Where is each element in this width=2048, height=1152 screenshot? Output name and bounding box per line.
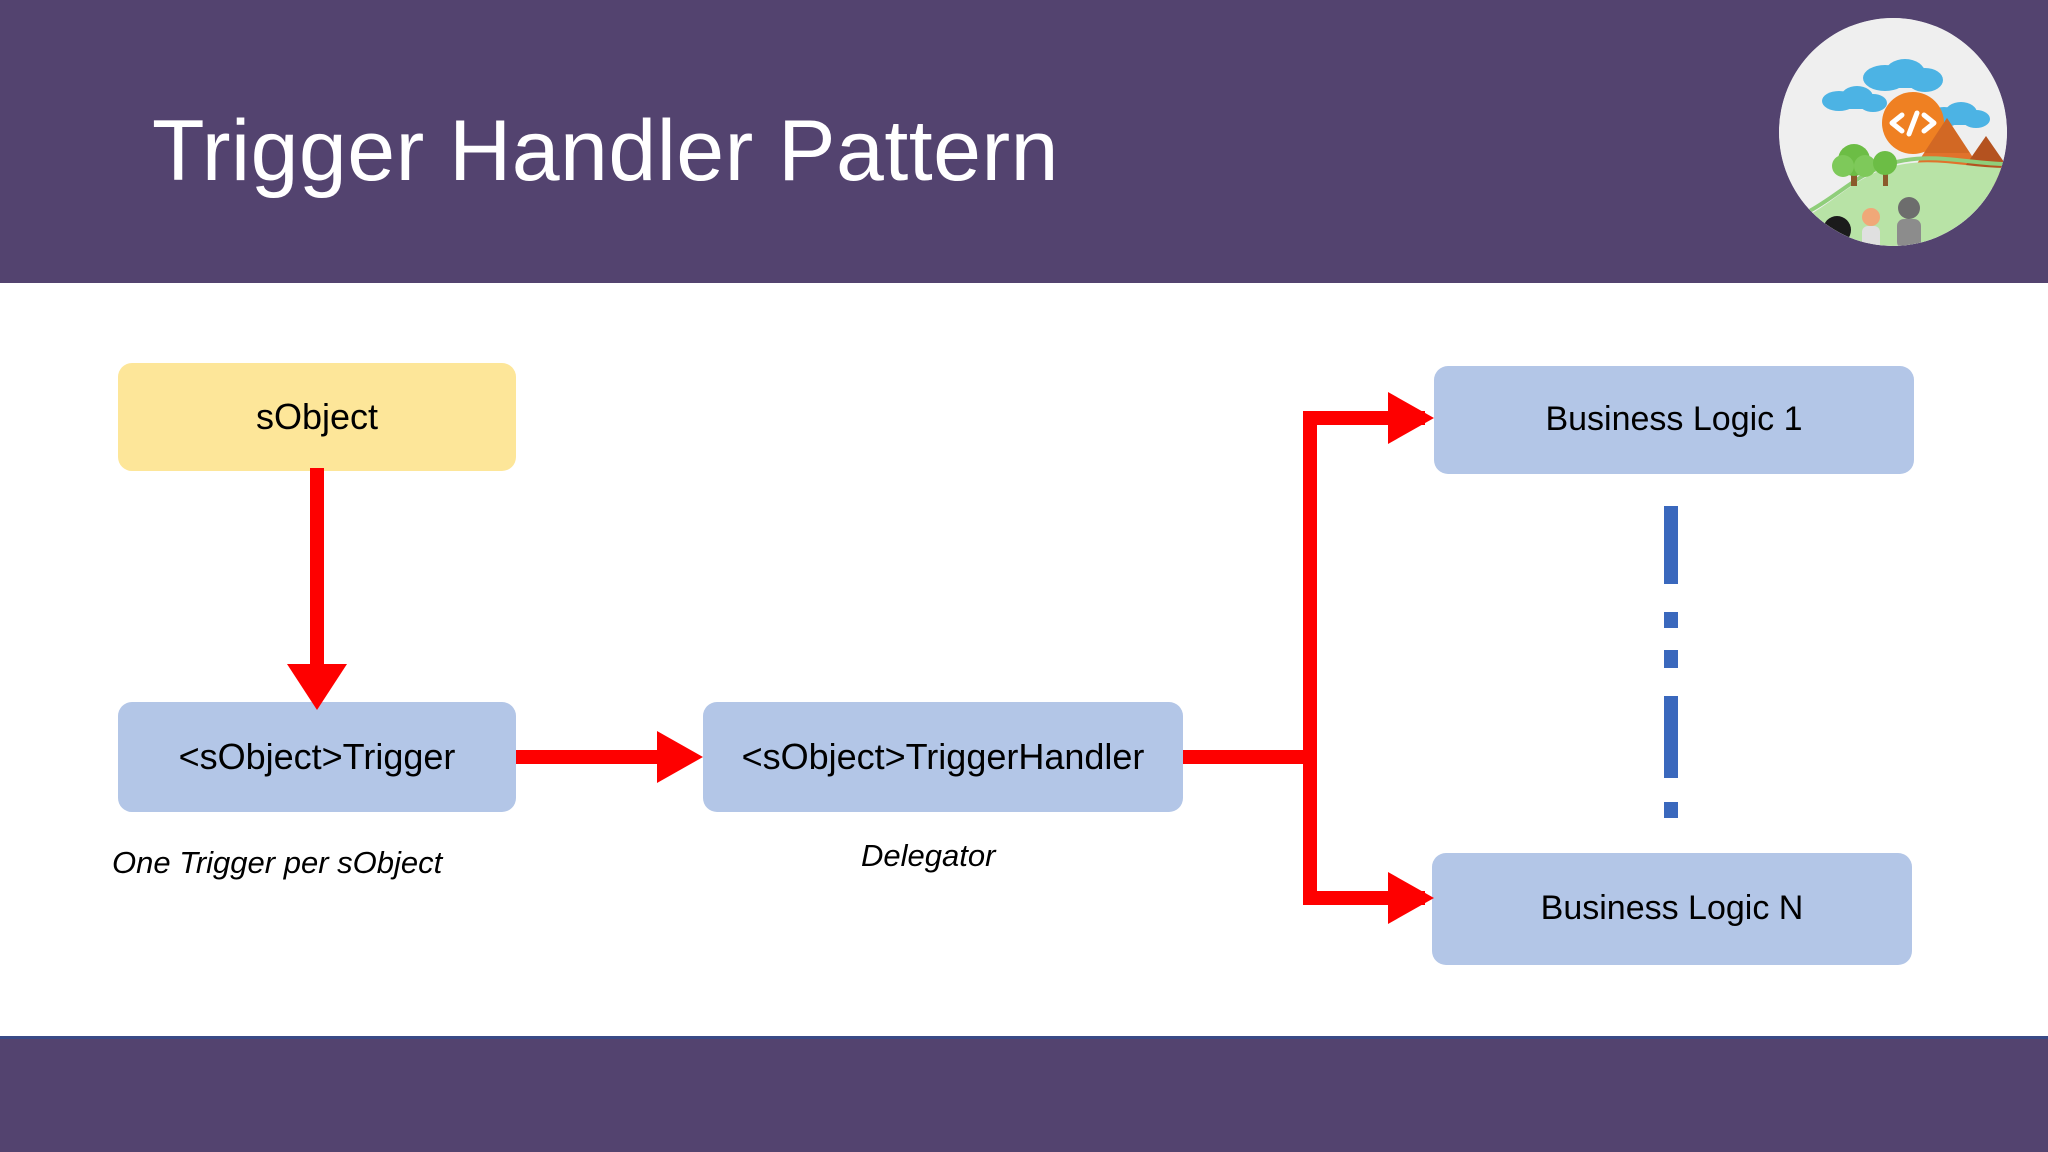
connector-handler-bus [1183,411,1317,905]
hiker-figure [1862,208,1880,246]
tree-icon [1873,151,1897,186]
divider-dash [1664,506,1678,584]
trailhead-badge-logo [1779,18,2007,246]
node-sobject-trigger-handler-label: <sObject>TriggerHandler [741,736,1145,778]
connector-trigger-to-handler [516,731,703,783]
cloud-icon [1863,59,1943,92]
vertical-ellipsis-divider [1664,506,1678,818]
node-sobject-trigger-handler[interactable]: <sObject>TriggerHandler [703,702,1183,812]
node-business-logic-1[interactable]: Business Logic 1 [1434,366,1914,474]
connector-bus-to-logic-n [1303,872,1434,924]
page-title: Trigger Handler Pattern [152,103,1059,199]
cloud-icon [1822,86,1887,112]
divider-dot [1664,612,1678,628]
node-business-logic-1-label: Business Logic 1 [1545,400,1803,439]
node-sobject-trigger-label: <sObject>Trigger [178,736,456,778]
divider-dash [1664,696,1678,778]
tree-icon [1832,144,1876,186]
node-business-logic-n[interactable]: Business Logic N [1432,853,1912,965]
connector-bus-to-logic-1 [1303,392,1434,444]
divider-dot [1664,650,1678,668]
node-sobject-label: sObject [255,396,379,438]
caption-one-trigger-per-sobject: One Trigger per sObject [112,845,443,880]
logo-artwork [1779,18,2007,246]
divider-dot [1664,802,1678,818]
cloud-icon [1927,102,1990,128]
caption-delegator: Delegator [861,838,996,873]
connector-sobject-to-trigger [287,468,347,710]
node-sobject[interactable]: sObject [118,363,516,471]
header-band [0,0,2048,283]
node-sobject-trigger[interactable]: <sObject>Trigger [118,702,516,812]
hiker-figure [1897,197,1921,246]
footer-band [0,1036,2048,1152]
node-business-logic-n-label: Business Logic N [1540,889,1804,928]
